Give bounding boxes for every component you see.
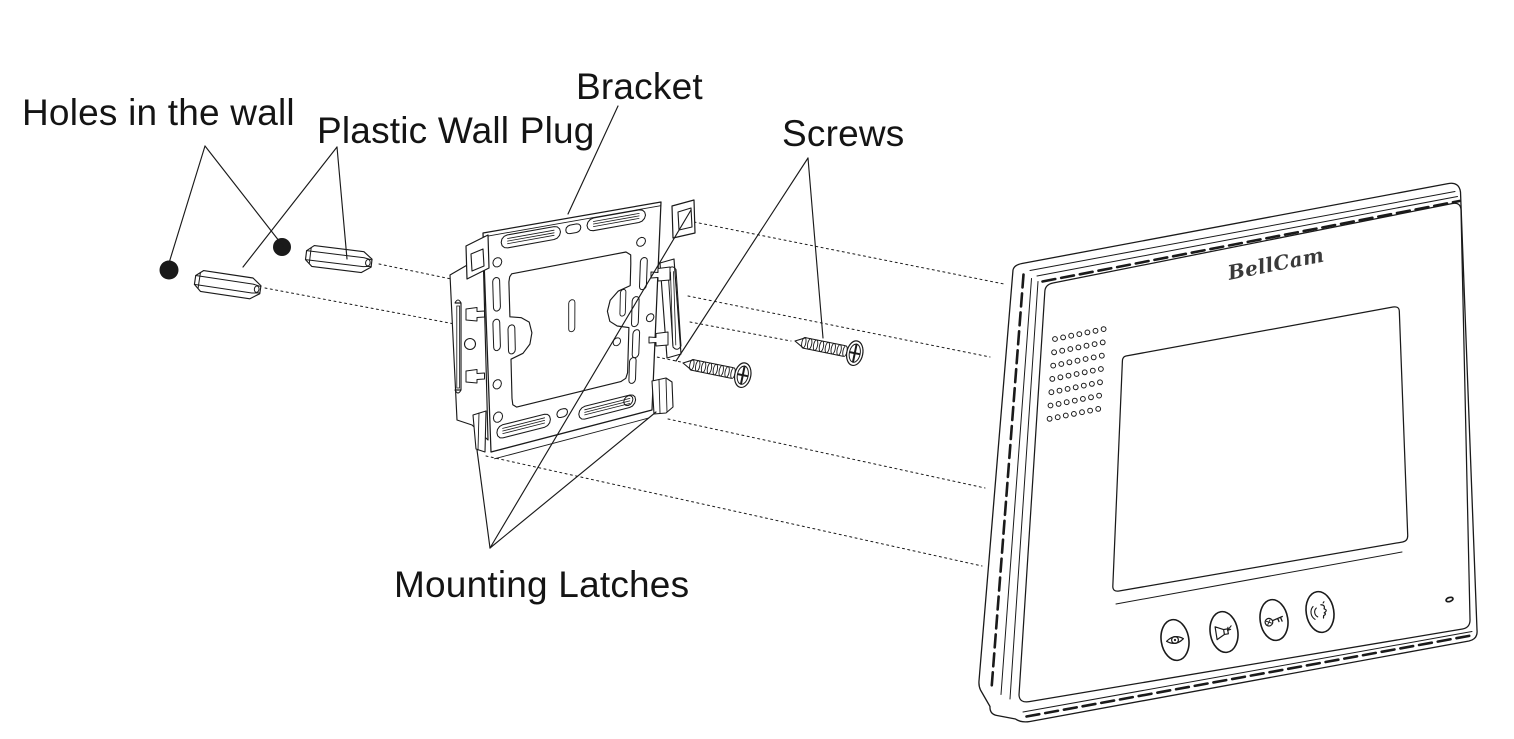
button-voice-intercom-icon (1305, 590, 1335, 634)
power-led (1445, 596, 1454, 603)
screw-1 (682, 359, 752, 389)
button-eye-monitor-icon (1160, 618, 1190, 662)
alignment-guide-lines (264, 221, 1005, 567)
bracket-mounting-latches (465, 199, 696, 453)
bracket-plate (482, 201, 662, 460)
speaker-grille-icon (1046, 326, 1107, 422)
label-screws: Screws (782, 113, 905, 154)
label-mounting-latches: Mounting Latches (394, 564, 690, 605)
bellcam-monitor (978, 182, 1478, 723)
monitor-screen (1112, 306, 1409, 605)
wall-hole-1 (159, 260, 179, 280)
key-shape (1264, 615, 1283, 627)
wall-holes (159, 238, 291, 280)
wall-plug-1 (193, 270, 262, 300)
screw-2 (794, 337, 864, 367)
monitor-buttons (1160, 590, 1335, 662)
label-bracket: Bracket (576, 66, 703, 107)
wall-plug-2 (304, 245, 373, 274)
label-leader-lines (168, 105, 824, 549)
wall-hole-2 (273, 238, 291, 256)
button-key-unlock-icon (1259, 598, 1289, 642)
button-speaker-talk-icon (1209, 610, 1239, 654)
label-plastic-wall-plug: Plastic Wall Plug (317, 110, 595, 151)
mounting-bracket (449, 199, 696, 460)
label-holes-in-the-wall: Holes in the wall (22, 92, 295, 133)
